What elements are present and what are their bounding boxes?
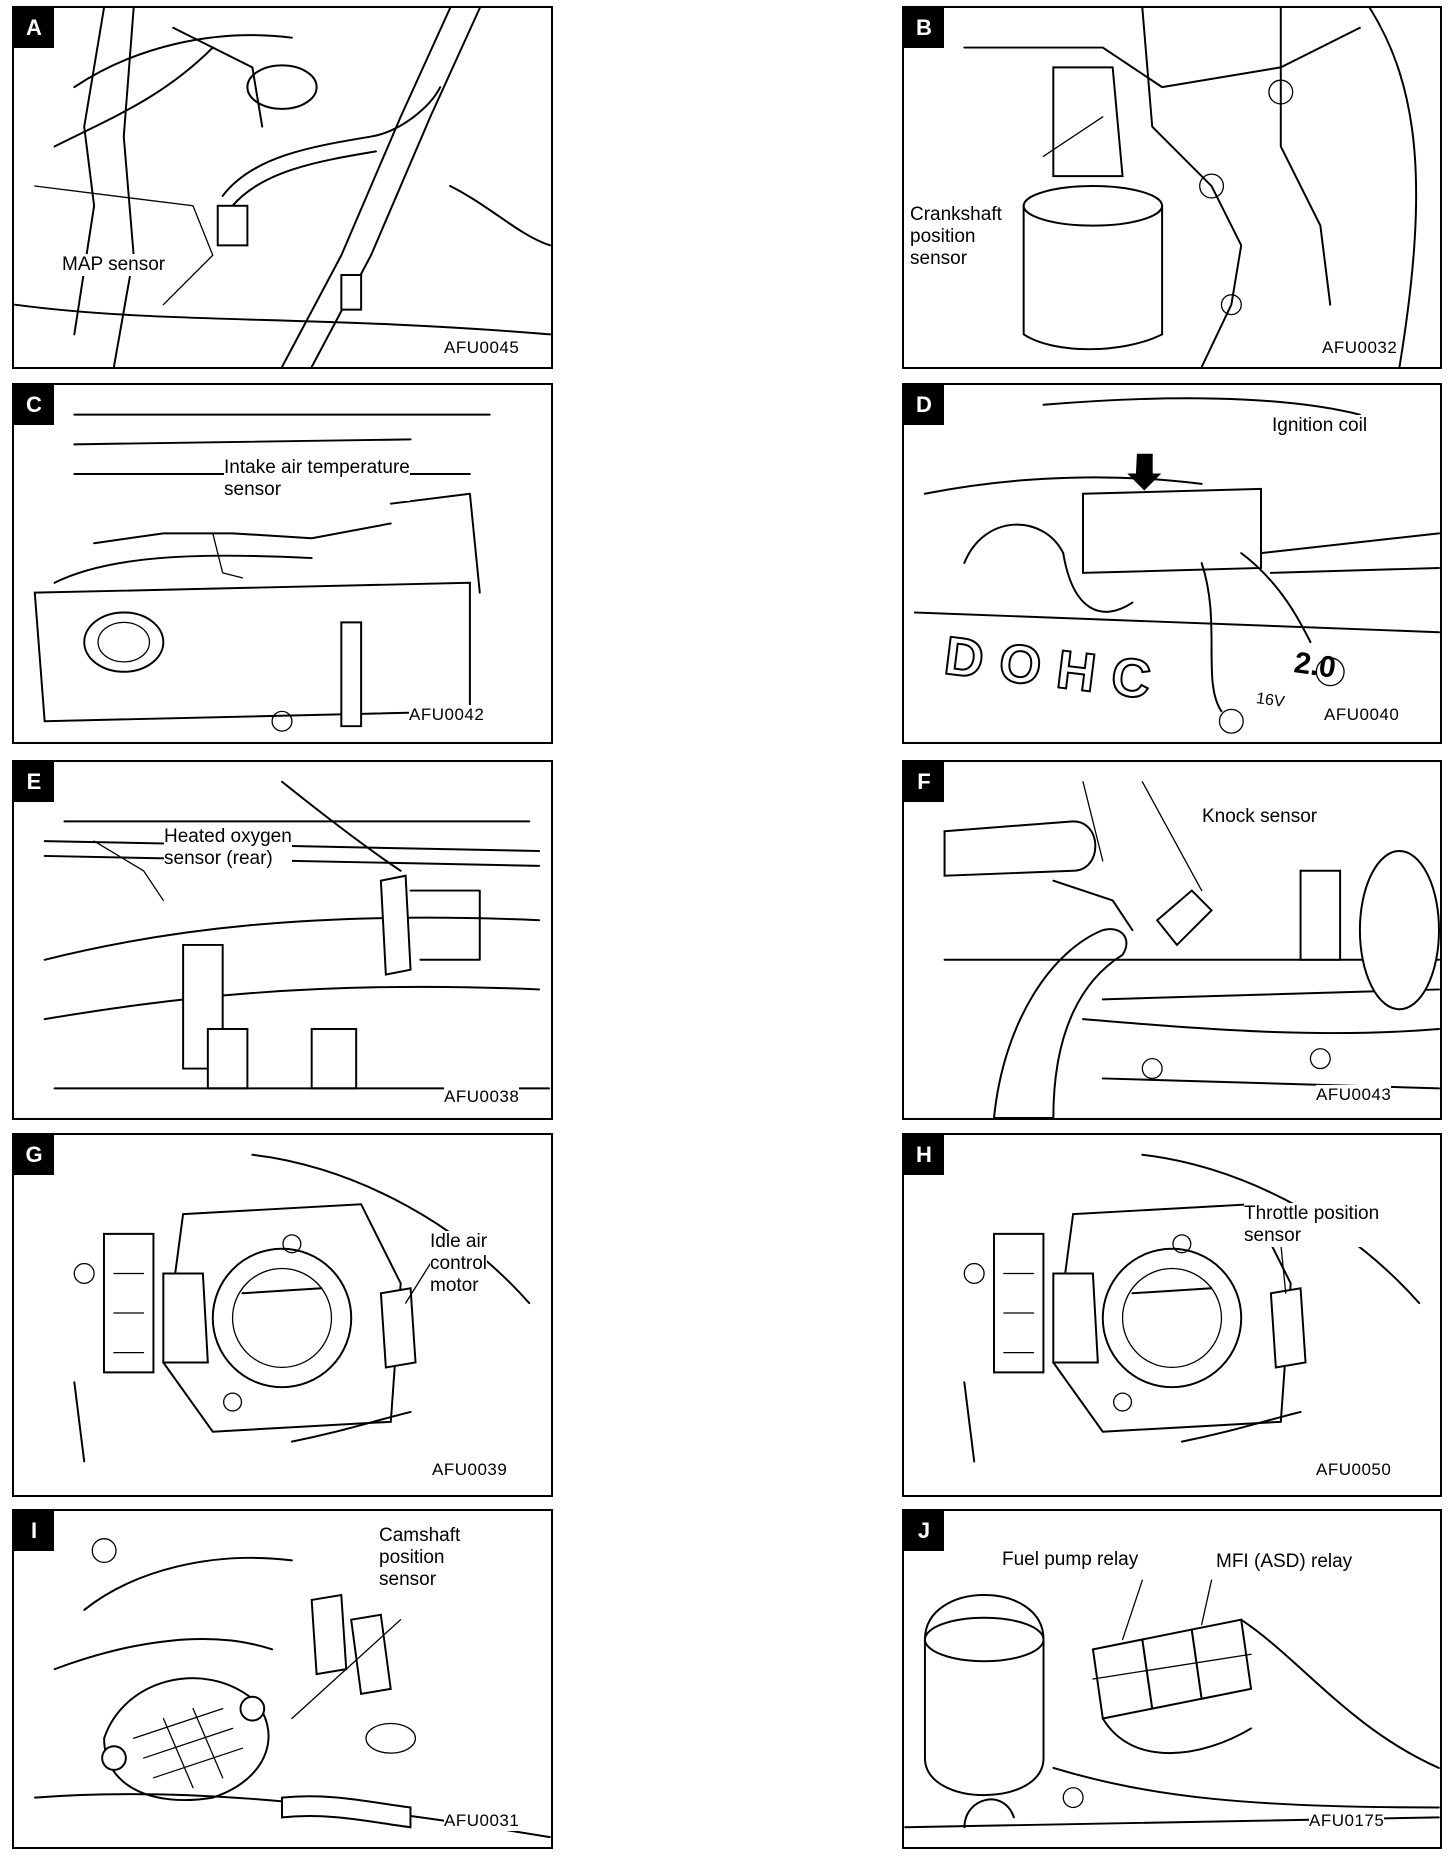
figure-code: AFU0040 xyxy=(1324,705,1400,725)
panel-letter: H xyxy=(904,1135,944,1175)
figure-code: AFU0042 xyxy=(409,705,485,725)
figure-code: AFU0038 xyxy=(444,1087,520,1107)
panel-letter: E xyxy=(14,762,54,802)
map-sensor-illustration xyxy=(14,8,551,367)
panel-letter: J xyxy=(904,1511,944,1551)
panel-letter: G xyxy=(14,1135,54,1175)
ignition-coil-label: Ignition coil xyxy=(1272,415,1368,437)
panel-d: D Ignition coil DOHC 2.0 16V AFU0040 xyxy=(902,383,1442,744)
figure-code: AFU0039 xyxy=(432,1460,508,1480)
panel-a: A MAP sensor AFU0045 xyxy=(12,6,553,369)
intake-air-temp-sensor-label: Intake air temperature sensor xyxy=(224,457,410,501)
figure-code: AFU0045 xyxy=(444,338,520,358)
figure-code: AFU0031 xyxy=(444,1811,520,1831)
panel-g: G Idle air control motor AFU0039 xyxy=(12,1133,553,1497)
panel-b: B Crankshaft position sensor AFU0032 xyxy=(902,6,1442,369)
oxygen-sensor-illustration xyxy=(43,780,550,1090)
figure-code: AFU0050 xyxy=(1316,1460,1392,1480)
knock-sensor-illustration xyxy=(943,781,1440,1118)
panel-letter: A xyxy=(14,8,54,48)
panel-j: J Fuel pump relay MFI (ASD) relay AFU017… xyxy=(902,1509,1442,1849)
camshaft-sensor-label: Camshaft position sensor xyxy=(379,1525,461,1591)
camshaft-sensor-illustration xyxy=(33,1538,551,1839)
panel-f: F Knock sensor AFU0043 xyxy=(902,760,1442,1120)
panel-e: E Heated oxygen sensor (rear) AFU0038 xyxy=(12,760,553,1120)
ignition-coil-illustration xyxy=(913,397,1440,734)
oxygen-sensor-label: Heated oxygen sensor (rear) xyxy=(164,826,292,870)
knock-sensor-label: Knock sensor xyxy=(1202,806,1318,828)
throttle-position-sensor-label: Throttle position sensor xyxy=(1244,1203,1380,1247)
crankshaft-sensor-illustration xyxy=(963,8,1418,367)
panel-h: H Throttle position sensor AFU0050 xyxy=(902,1133,1442,1497)
relays-illustration xyxy=(904,1579,1440,1829)
fuel-pump-relay-label: Fuel pump relay xyxy=(1002,1549,1139,1571)
figure-code: AFU0032 xyxy=(1322,338,1398,358)
panel-letter: B xyxy=(904,8,944,48)
idle-air-control-motor-label: Idle air control motor xyxy=(430,1231,488,1297)
engine-valves-lettering: 16V xyxy=(1255,690,1286,711)
crankshaft-sensor-label: Crankshaft position sensor xyxy=(910,204,1002,270)
panel-c: C Intake air temperature sensor AFU0042 xyxy=(12,383,553,744)
panel-letter: I xyxy=(14,1511,54,1551)
engine-displacement-lettering: 2.0 xyxy=(1291,646,1338,685)
figure-code: AFU0175 xyxy=(1309,1811,1385,1831)
idle-air-control-motor-illustration xyxy=(73,1153,531,1463)
mfi-asd-relay-label: MFI (ASD) relay xyxy=(1216,1551,1353,1573)
figure-code: AFU0043 xyxy=(1316,1085,1392,1105)
throttle-position-sensor-illustration xyxy=(963,1153,1421,1463)
map-sensor-label: MAP sensor xyxy=(62,254,166,276)
panel-i: I Camshaft position sensor AFU0031 xyxy=(12,1509,553,1849)
panel-letter: C xyxy=(14,385,54,425)
panel-letter: F xyxy=(904,762,944,802)
intake-air-temp-sensor-illustration xyxy=(33,413,491,732)
panel-letter: D xyxy=(904,385,944,425)
